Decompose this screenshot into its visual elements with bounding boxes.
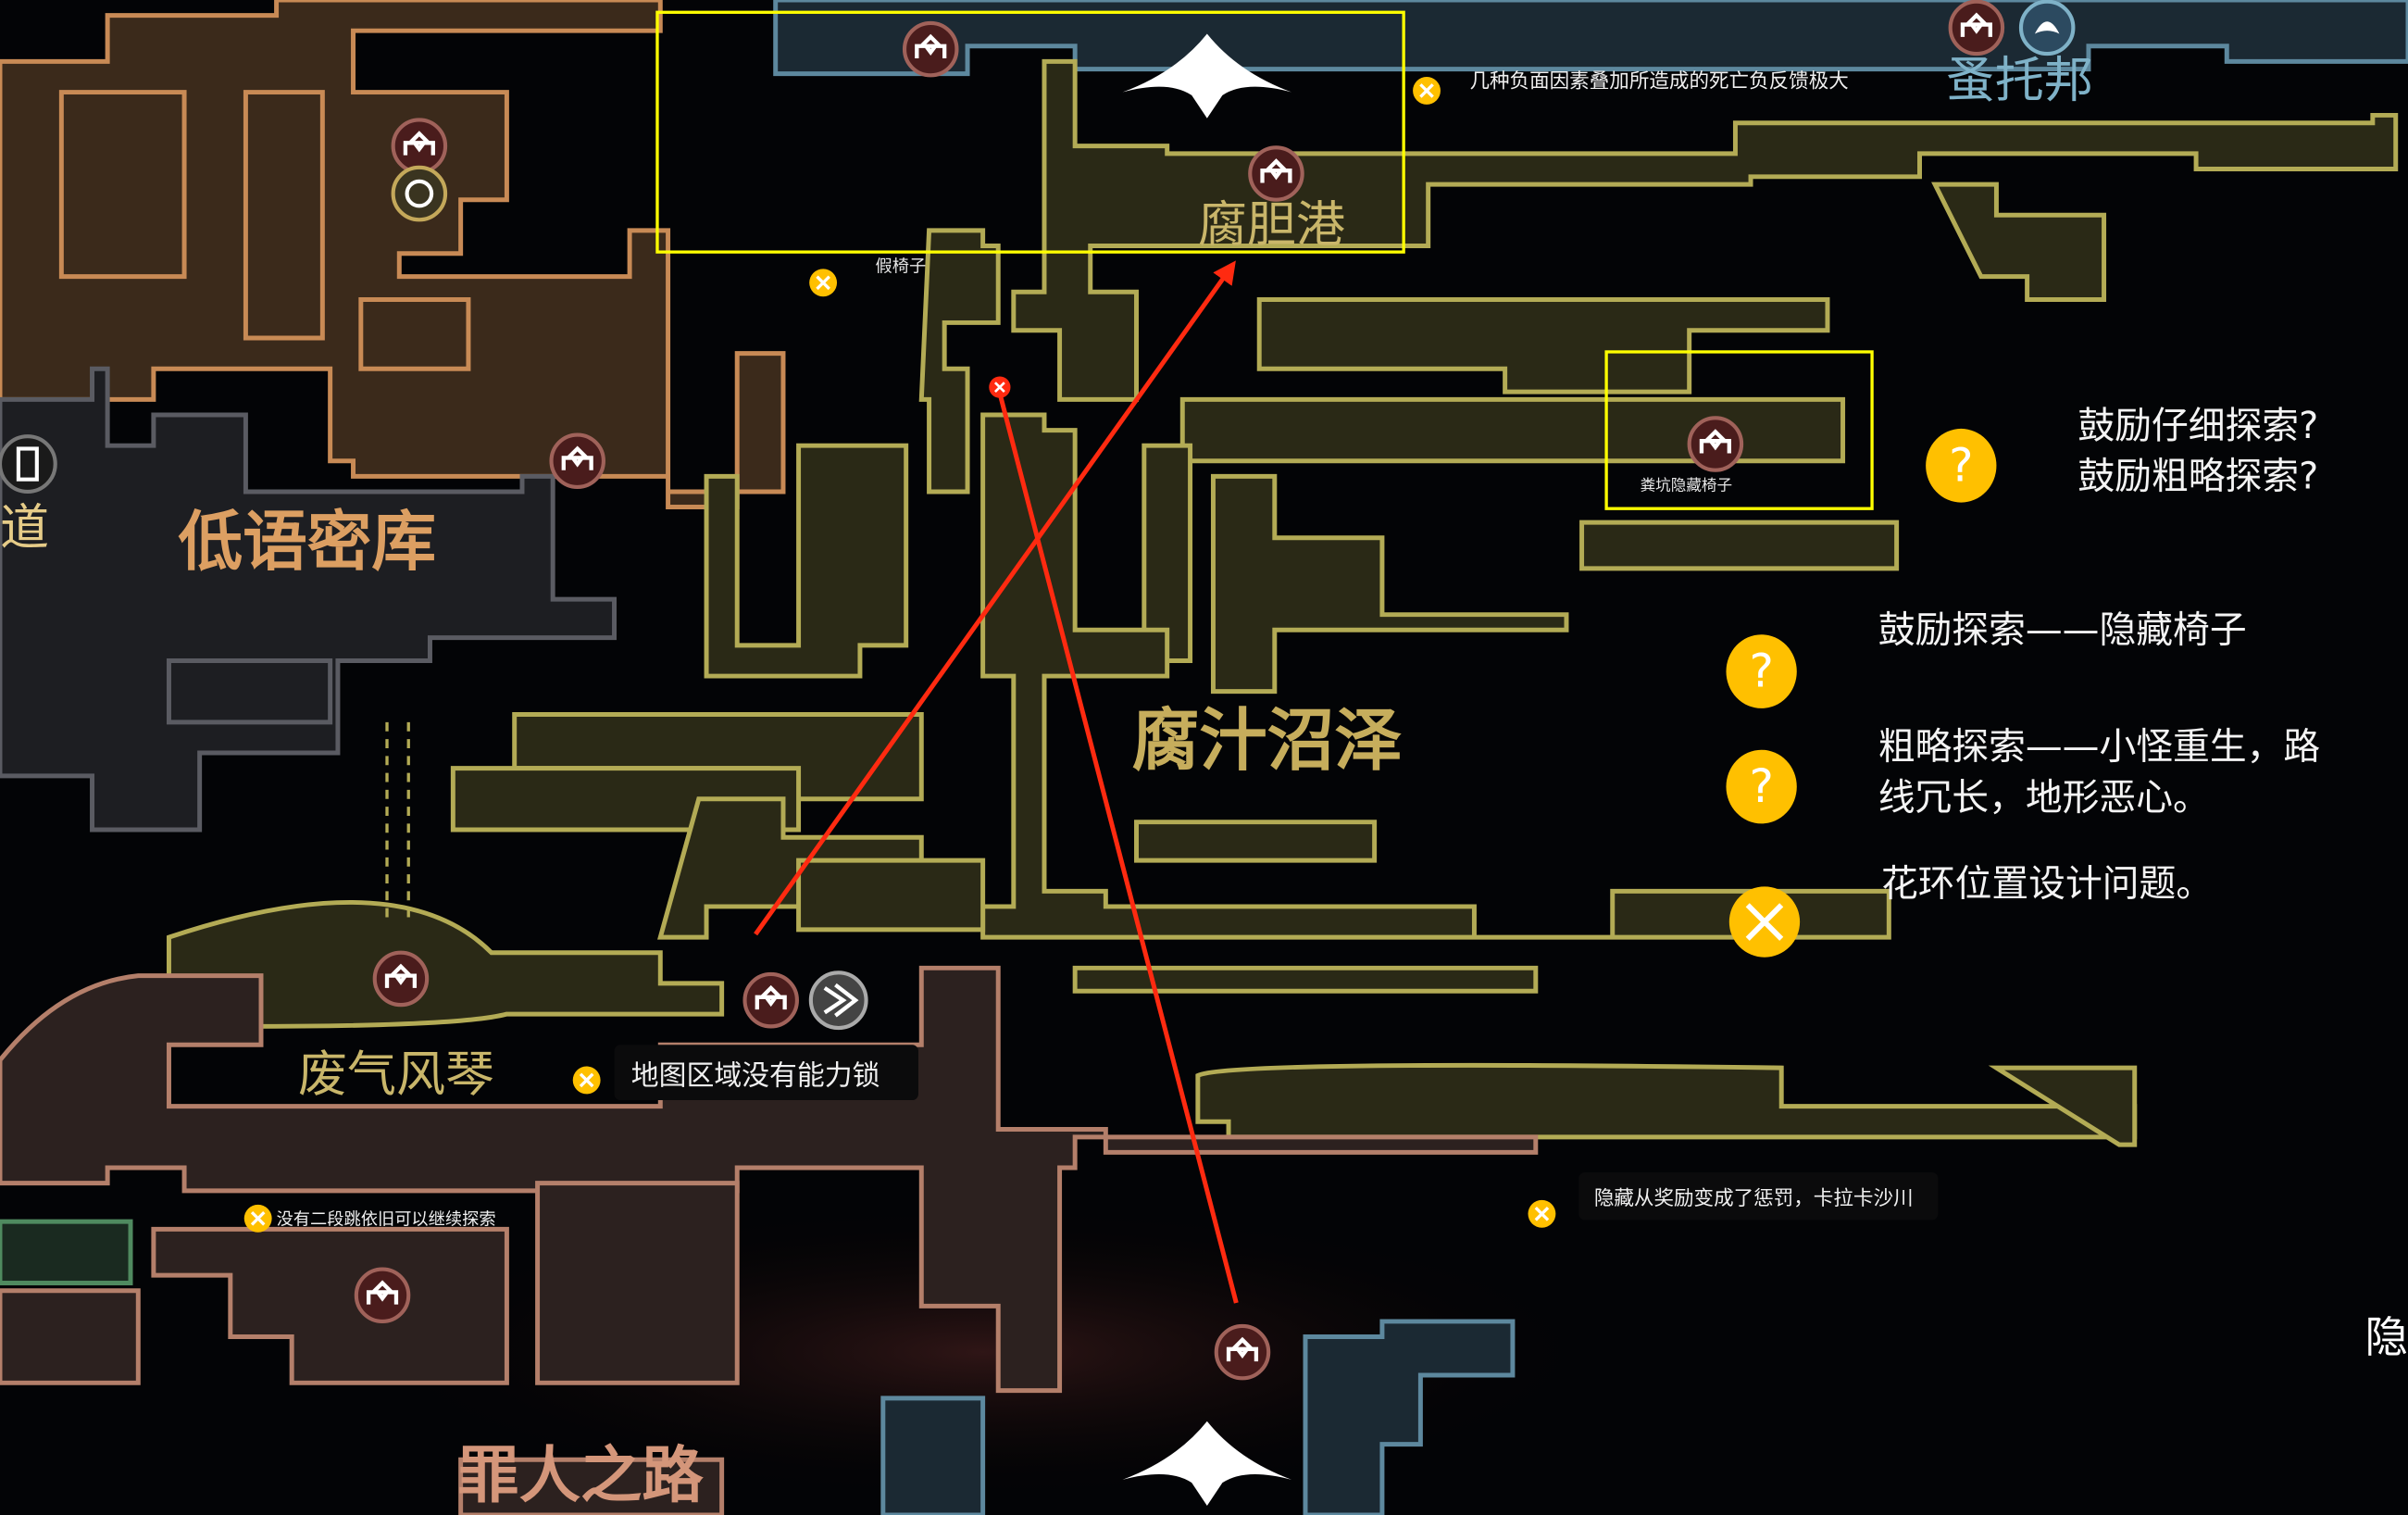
x-circle-icon bbox=[807, 267, 839, 298]
compass-wings-icon bbox=[1122, 1421, 1292, 1507]
bench-icon[interactable] bbox=[745, 974, 797, 1026]
x-circle-icon bbox=[243, 1203, 274, 1234]
callout-box bbox=[614, 1045, 918, 1101]
bench-icon[interactable] bbox=[1250, 147, 1302, 199]
bench-icon[interactable] bbox=[1216, 1326, 1268, 1378]
chevron-dash-icon[interactable] bbox=[808, 970, 868, 1031]
region-whispering-vaults bbox=[0, 0, 786, 510]
annotation-encourage-hidden: 鼓励探索——隐藏椅子 bbox=[1878, 609, 2247, 652]
red-x-icon bbox=[989, 376, 1011, 398]
annotation-question-line2: 鼓励粗略探索? bbox=[2077, 456, 2318, 498]
question-circle-icon: ? bbox=[1726, 634, 1797, 708]
bench-icon[interactable] bbox=[1690, 418, 1741, 470]
annotation-hidden-punish: 隐藏从奖励变成了惩罚，卡拉卡沙川 bbox=[1594, 1187, 1914, 1210]
annotation-death-feedback: 几种负面因素叠加所造成的死亡负反馈极大 bbox=[1469, 70, 1848, 94]
area-label-sinners-road: 罪人之路 bbox=[457, 1439, 704, 1511]
x-circle-icon bbox=[1526, 1198, 1558, 1230]
red-arrow-to-port bbox=[754, 260, 1236, 936]
stag-station-icon[interactable] bbox=[0, 434, 57, 495]
bench-icon[interactable] bbox=[905, 23, 956, 75]
x-circle-icon bbox=[1728, 886, 1801, 958]
area-label-exhaust-organ: 废气风琴 bbox=[298, 1045, 494, 1103]
svg-text:?: ? bbox=[1749, 645, 1773, 698]
compass-wings-icon bbox=[1122, 33, 1292, 119]
annotation-no-double-jump: 没有二段跳依旧可以继续探索 bbox=[277, 1209, 496, 1229]
annotation-no-ability-lock: 地图区域没有能力锁 bbox=[631, 1059, 880, 1092]
region-bilewater bbox=[166, 58, 2399, 1147]
bench-icon[interactable] bbox=[552, 435, 604, 487]
highlight-box-bilewater-port bbox=[655, 10, 1405, 254]
fake-bench-label: 假椅子 bbox=[876, 257, 927, 277]
x-circle-icon bbox=[1411, 75, 1442, 106]
area-label-left-fragment: 道 bbox=[0, 498, 49, 556]
svg-text:?: ? bbox=[1949, 438, 1973, 492]
flea-icon[interactable] bbox=[2018, 0, 2076, 56]
bench-icon[interactable] bbox=[375, 953, 427, 1005]
callout-box bbox=[1578, 1171, 1939, 1221]
area-label-whispering-vaults: 低语密库 bbox=[178, 505, 436, 580]
area-label-fleatopia: 蚤托邦 bbox=[1946, 52, 2093, 109]
hidden-bench-label: 粪坑隐藏椅子 bbox=[1641, 476, 1732, 494]
x-circle-icon bbox=[571, 1064, 603, 1096]
svg-text:?: ? bbox=[1749, 759, 1773, 813]
bench-icon[interactable] bbox=[356, 1270, 408, 1321]
annotation-rough-line2: 线冗长，地形恶心。 bbox=[1878, 776, 2210, 819]
annotation-wreath-issue: 花环位置设计问题。 bbox=[1881, 862, 2213, 905]
question-circle-icon: ? bbox=[1726, 749, 1797, 824]
annotation-rough-line1: 粗略探索——小怪重生，路 bbox=[1878, 726, 2321, 769]
bench-icon[interactable] bbox=[393, 119, 445, 171]
red-arrow-to-bench bbox=[995, 386, 1239, 1304]
area-label-right-fragment: 隐 bbox=[2365, 1312, 2408, 1362]
area-label-bilewater: 腐汁沼泽 bbox=[1132, 701, 1403, 781]
region-green-zone bbox=[0, 1219, 133, 1285]
area-label-bilewater-port: 腐胆港 bbox=[1198, 195, 1345, 253]
bench-icon[interactable] bbox=[1951, 2, 2003, 54]
annotation-question-line1: 鼓励仔细探索? bbox=[2077, 405, 2318, 447]
cocoon-icon[interactable] bbox=[391, 165, 448, 222]
highlight-box-hidden-bench bbox=[1604, 350, 1874, 510]
region-gray-zone bbox=[0, 366, 618, 833]
question-circle-icon: ? bbox=[1926, 428, 1997, 503]
